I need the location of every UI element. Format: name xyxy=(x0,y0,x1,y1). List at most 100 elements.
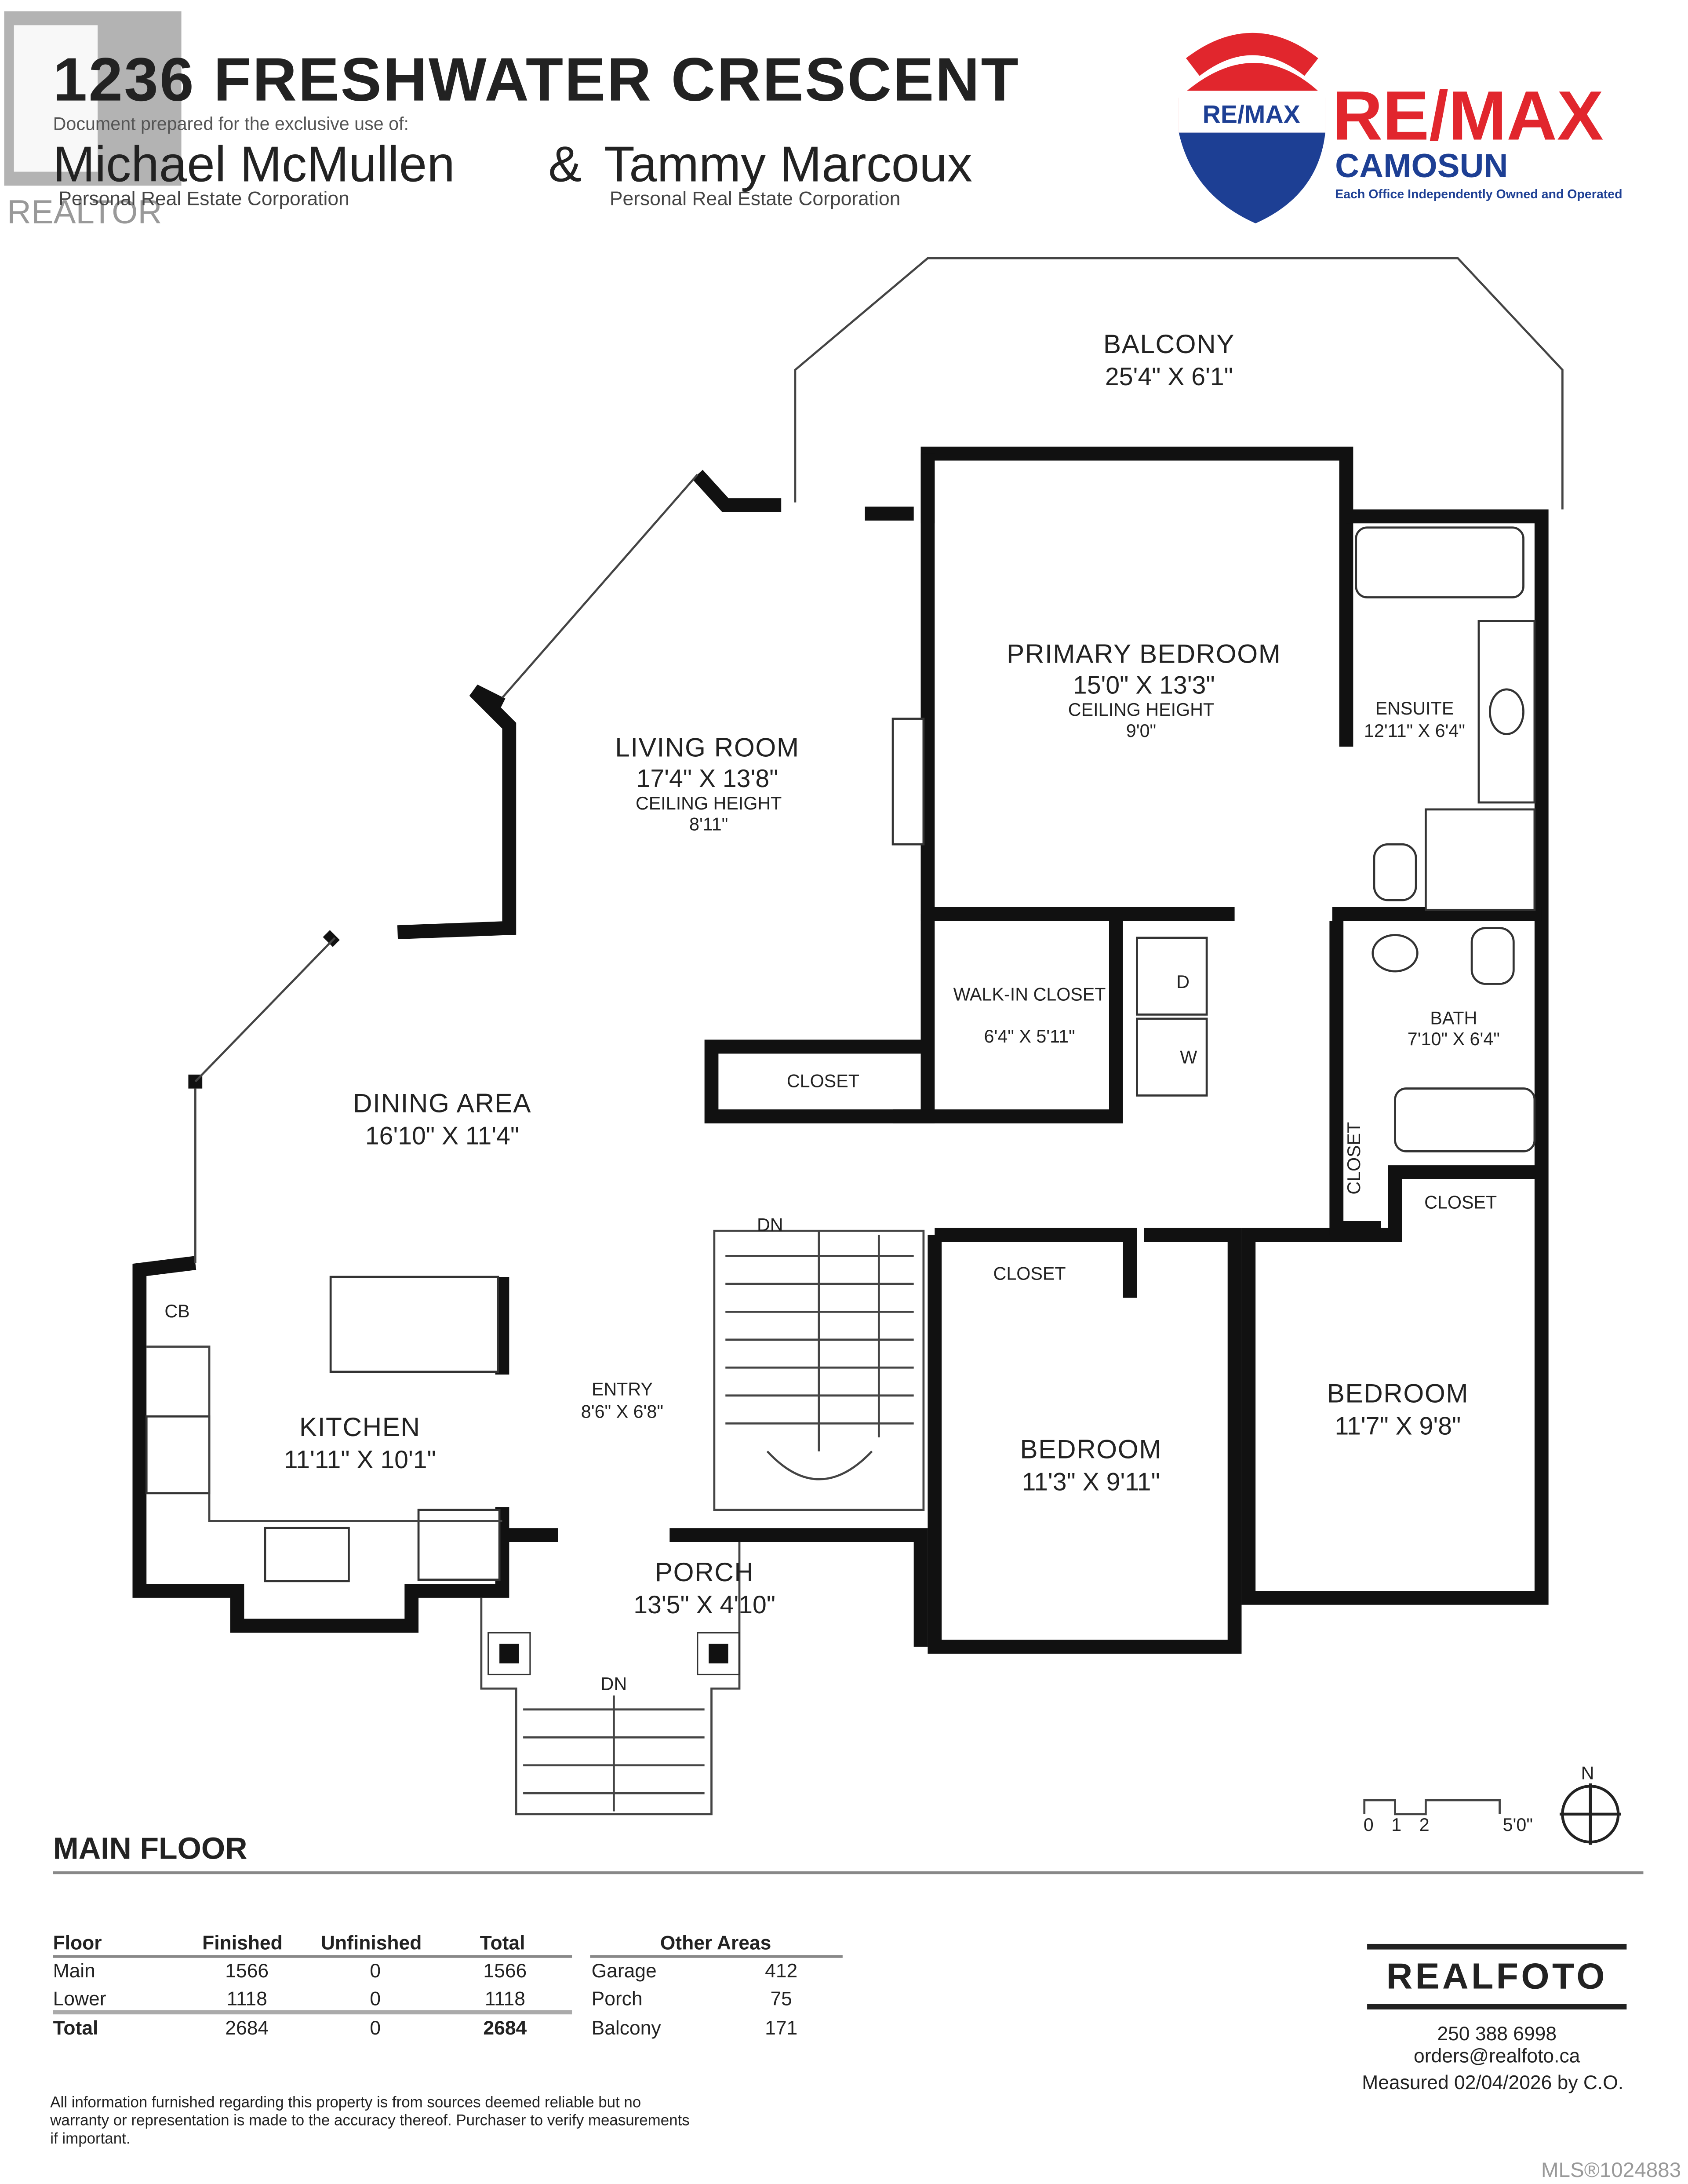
svg-text:6'4" X 5'11": 6'4" X 5'11" xyxy=(984,1026,1075,1046)
svg-text:0: 0 xyxy=(370,1960,381,1982)
porch-stairs xyxy=(480,1542,741,1816)
svg-text:8'11": 8'11" xyxy=(689,814,728,834)
svg-text:17'4" X 13'8": 17'4" X 13'8" xyxy=(637,765,779,793)
realfoto-logo: REALFOTO xyxy=(1367,1943,1627,2010)
porch-stairs-down-label: DN xyxy=(601,1674,627,1694)
svg-text:0: 0 xyxy=(370,1988,381,2010)
prepared-for-text: Document prepared for the exclusive use … xyxy=(53,113,409,134)
scale-tick-1: 1 xyxy=(1391,1815,1401,1835)
svg-text:Porch: Porch xyxy=(592,1988,643,2010)
svg-text:Floor: Floor xyxy=(53,1932,102,1954)
washer-label: W xyxy=(1180,1047,1197,1067)
balloon-text: RE/MAX xyxy=(1203,100,1300,128)
svg-text:2684: 2684 xyxy=(483,2017,527,2039)
room-kitchen: KITCHEN 11'11" X 10'1" xyxy=(284,1412,436,1474)
phone: 250 388 6998 xyxy=(1437,2023,1557,2045)
svg-text:1566: 1566 xyxy=(225,1960,269,1982)
svg-text:8'6" X 6'8": 8'6" X 6'8" xyxy=(581,1402,663,1422)
realtor-text: REALTOR xyxy=(7,193,162,231)
stairs-down-label: DN xyxy=(757,1214,783,1235)
svg-text:ENTRY: ENTRY xyxy=(592,1379,653,1400)
sink-icon xyxy=(1372,934,1419,973)
svg-text:12'11" X 6'4": 12'11" X 6'4" xyxy=(1364,721,1465,741)
room-bedroom-2: BEDROOM 11'7" X 9'8" xyxy=(1327,1378,1469,1440)
svg-text:BATH: BATH xyxy=(1430,1008,1477,1028)
agent-name-2: Tammy Marcoux xyxy=(604,137,972,193)
table-row: Lower 1118 0 1118 xyxy=(53,1988,525,2010)
property-address: 1236 FRESHWATER CRESCENT xyxy=(53,45,1020,114)
tagline: Each Office Independently Owned and Oper… xyxy=(1335,187,1623,201)
agent-1-corp: Personal Real Estate Corporation xyxy=(58,188,349,210)
room-closet: CLOSET xyxy=(1344,1122,1364,1195)
north-label: N xyxy=(1581,1763,1594,1783)
svg-text:DINING AREA: DINING AREA xyxy=(353,1088,531,1118)
room-balcony: BALCONY 25'4" X 6'1" xyxy=(1103,329,1235,391)
scale-tick-2: 2 xyxy=(1419,1815,1430,1835)
svg-text:0: 0 xyxy=(370,2017,381,2039)
scale-bar xyxy=(1363,1799,1501,1816)
svg-text:BEDROOM: BEDROOM xyxy=(1020,1434,1162,1464)
shower-icon xyxy=(1424,808,1536,911)
svg-text:11'11" X 10'1": 11'11" X 10'1" xyxy=(284,1446,436,1474)
svg-text:16'10" X 11'4": 16'10" X 11'4" xyxy=(365,1122,519,1150)
balcony-outline xyxy=(794,257,1564,510)
room-bedroom-3: BEDROOM 11'3" X 9'11" xyxy=(1020,1434,1162,1496)
svg-text:PORCH: PORCH xyxy=(655,1557,754,1587)
area-table: Floor Finished Unfinished Total Main 156… xyxy=(53,1932,843,2039)
room-primary-bedroom: PRIMARY BEDROOM 15'0" X 13'3" CEILING HE… xyxy=(1007,639,1281,741)
dryer-label: D xyxy=(1176,972,1190,992)
window xyxy=(501,474,698,699)
svg-text:11'7" X 9'8": 11'7" X 9'8" xyxy=(1335,1412,1461,1440)
svg-text:Total: Total xyxy=(53,2017,98,2039)
disclaimer-line-3: if important. xyxy=(50,2130,130,2147)
disclaimer-line-2: warranty or representation is made to th… xyxy=(50,2112,689,2129)
room-living-room: LIVING ROOM 17'4" X 13'8" CEILING HEIGHT… xyxy=(615,732,799,834)
svg-text:171: 171 xyxy=(765,2017,797,2039)
svg-text:412: 412 xyxy=(765,1960,797,1982)
room-porch: PORCH 13'5" X 4'10" xyxy=(633,1557,775,1619)
email: orders@realfoto.ca xyxy=(1414,2045,1580,2067)
svg-text:PRIMARY BEDROOM: PRIMARY BEDROOM xyxy=(1007,639,1281,669)
svg-text:KITCHEN: KITCHEN xyxy=(299,1412,421,1442)
office-name: CAMOSUN xyxy=(1335,147,1508,185)
table-row: Main 1566 0 1566 xyxy=(53,1960,527,1982)
svg-text:Total: Total xyxy=(480,1932,525,1954)
svg-text:75: 75 xyxy=(770,1988,792,2010)
measured-date: Measured 02/04/2026 by C.O. xyxy=(1362,2072,1623,2093)
scale-tick-5ft: 5'0" xyxy=(1503,1815,1533,1835)
washer-icon xyxy=(1136,1017,1208,1097)
room-dining-area: DINING AREA 16'10" X 11'4" xyxy=(353,1088,531,1150)
svg-text:BALCONY: BALCONY xyxy=(1103,329,1235,359)
svg-text:25'4" X 6'1": 25'4" X 6'1" xyxy=(1105,363,1233,391)
svg-text:Lower: Lower xyxy=(53,1988,106,2010)
fireplace-icon xyxy=(891,718,925,846)
remax-wordmark: RE/MAX xyxy=(1332,77,1604,155)
mls-number: MLS®1024883 xyxy=(1541,2158,1681,2182)
realtor-watermark: REALTOR xyxy=(4,11,182,231)
ampersand: & xyxy=(548,137,582,193)
svg-text:Finished: Finished xyxy=(202,1932,283,1954)
svg-text:REALFOTO: REALFOTO xyxy=(1386,1956,1608,1997)
svg-text:Unfinished: Unfinished xyxy=(321,1932,422,1954)
toilet-icon xyxy=(1373,843,1417,901)
room-walk-in-closet: WALK-IN CLOSET 6'4" X 5'11" xyxy=(953,984,1106,1046)
disclaimer-line-1: All information furnished regarding this… xyxy=(50,2093,641,2111)
svg-text:1118: 1118 xyxy=(485,1988,525,2010)
table-total-row: Total 2684 0 2684 xyxy=(53,2017,527,2039)
room-closet: CLOSET xyxy=(787,1071,859,1091)
stairs xyxy=(713,1229,925,1511)
svg-text:CEILING HEIGHT: CEILING HEIGHT xyxy=(1068,700,1214,720)
svg-text:BEDROOM: BEDROOM xyxy=(1327,1378,1469,1408)
bathtub-icon xyxy=(1394,1087,1536,1152)
kitchen-sink-icon xyxy=(264,1527,350,1582)
floor-name: MAIN FLOOR xyxy=(53,1831,247,1865)
svg-text:7'10" X 6'4": 7'10" X 6'4" xyxy=(1408,1029,1500,1049)
room-bath: BATH 7'10" X 6'4" xyxy=(1408,1008,1500,1050)
svg-text:Balcony: Balcony xyxy=(592,2017,662,2039)
svg-text:CEILING HEIGHT: CEILING HEIGHT xyxy=(636,793,782,813)
floor-plan xyxy=(132,257,1621,1845)
svg-text:1118: 1118 xyxy=(227,1988,267,2010)
toilet-icon xyxy=(1470,927,1515,985)
bathtub-icon xyxy=(1355,526,1524,598)
